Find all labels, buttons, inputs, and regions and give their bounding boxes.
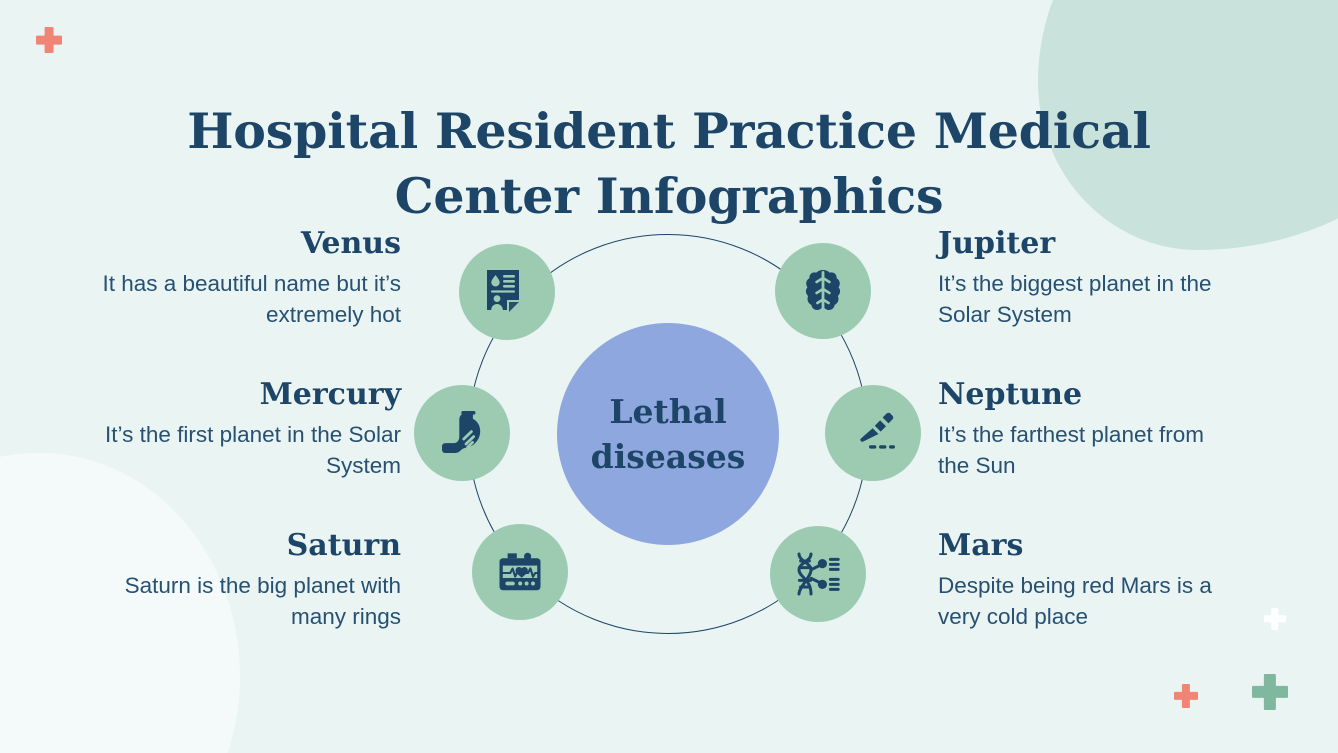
- page-title: Hospital Resident Practice Medical Cente…: [187, 101, 1151, 225]
- plus-bottom-right-green-icon: [1252, 674, 1288, 710]
- stomach-icon: [436, 407, 488, 459]
- item-mercury: Mercury It’s the first planet in the Sol…: [101, 377, 401, 481]
- center-circle-label: Lethal diseases: [590, 391, 746, 476]
- item-mars-description: Despite being red Mars is a very cold pl…: [938, 573, 1212, 629]
- center-circle: Lethal diseases: [557, 323, 779, 545]
- node-mercury[interactable]: [414, 385, 510, 481]
- item-venus-description: It has a beautiful name but it’s extreme…: [102, 271, 401, 327]
- circular-diagram: Lethal diseases: [414, 234, 921, 634]
- item-jupiter-title: Jupiter: [938, 226, 1056, 261]
- item-neptune-description: It’s the farthest planet from the Sun: [938, 422, 1204, 478]
- item-mercury-description: It’s the first planet in the Solar Syste…: [105, 422, 401, 478]
- item-mercury-title: Mercury: [259, 377, 401, 412]
- item-jupiter: Jupiter It’s the biggest planet in the S…: [938, 226, 1238, 330]
- item-neptune: Neptune It’s the farthest planet from th…: [938, 377, 1238, 481]
- node-jupiter[interactable]: [775, 243, 871, 339]
- plus-top-left-icon: [36, 27, 62, 53]
- item-mars: Mars Despite being red Mars is a very co…: [938, 528, 1238, 632]
- dna-analysis-icon: [792, 548, 844, 600]
- medical-report-icon: [481, 266, 533, 318]
- item-jupiter-description: It’s the biggest planet in the Solar Sys…: [938, 271, 1212, 327]
- node-saturn[interactable]: [472, 524, 568, 620]
- item-saturn-description: Saturn is the big planet with many rings: [124, 573, 401, 629]
- brain-icon: [797, 265, 849, 317]
- item-mars-title: Mars: [938, 528, 1024, 563]
- item-saturn-title: Saturn: [286, 528, 401, 563]
- item-neptune-title: Neptune: [938, 377, 1083, 412]
- scalpel-icon: [847, 407, 899, 459]
- plus-bottom-right-coral-icon: [1174, 684, 1198, 708]
- node-neptune[interactable]: [825, 385, 921, 481]
- node-venus[interactable]: [459, 244, 555, 340]
- item-venus-title: Venus: [300, 226, 401, 261]
- item-saturn: Saturn Saturn is the big planet with man…: [101, 528, 401, 632]
- node-mars[interactable]: [770, 526, 866, 622]
- heart-monitor-icon: [494, 546, 546, 598]
- item-venus: Venus It has a beautiful name but it’s e…: [101, 226, 401, 330]
- plus-bottom-right-white-icon: [1264, 608, 1286, 630]
